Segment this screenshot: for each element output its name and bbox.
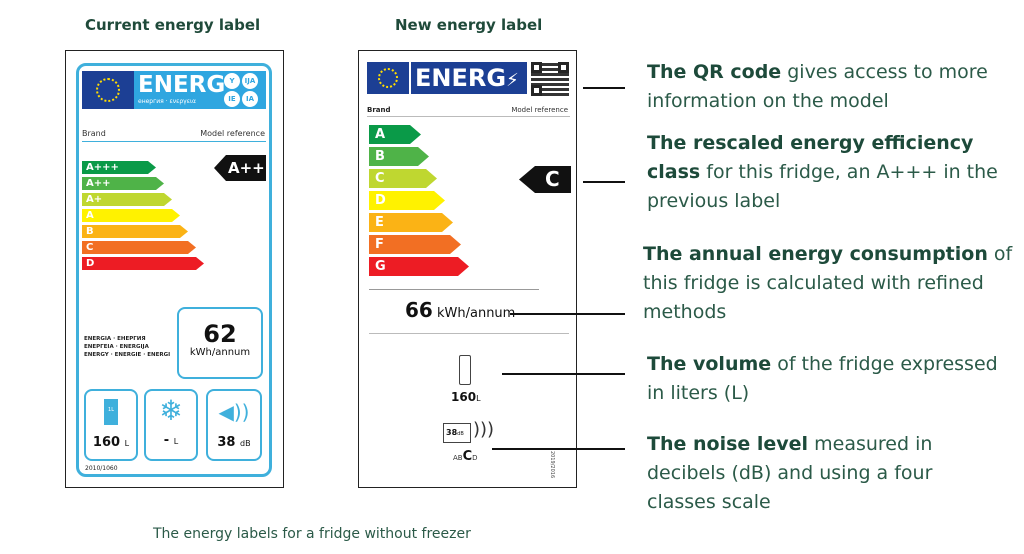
freezer-unit: L — [173, 437, 179, 446]
lightning-icon: ⚡ — [506, 70, 519, 91]
volume-unit: L — [476, 394, 481, 403]
annotation-bold: The QR code — [647, 61, 782, 83]
noise-value: 38 — [446, 428, 458, 437]
consumption-unit: kWh/annum — [436, 306, 516, 321]
brand-label: Brand — [82, 129, 106, 138]
energy-class-bar: A — [82, 209, 180, 222]
eu-flag-icon — [367, 62, 409, 94]
energy-class-bar: A+ — [82, 193, 172, 206]
consumption-value: 62 — [203, 320, 237, 348]
annotation-bold: The annual energy consumption — [643, 243, 988, 265]
annotation-bold: The noise level — [647, 433, 809, 455]
energy-logo-text: ENERG — [138, 72, 226, 98]
noise-classes-before: AB — [453, 454, 463, 462]
noise-classes-after: D — [472, 454, 478, 462]
volume-unit: L — [124, 439, 130, 448]
current-rating-arrow: A+++ — [214, 155, 266, 181]
energy-class-bar: C — [82, 241, 196, 254]
consumption-value: 66 — [405, 298, 433, 322]
annotation-text: gives access to more information on the … — [647, 61, 988, 112]
speaker-icon: ◀)) — [218, 400, 250, 424]
lang-badge: IA — [242, 91, 258, 107]
lang-badge: IE — [224, 91, 240, 107]
current-label-title: Current energy label — [85, 16, 261, 34]
annotation-text: for this fridge, an A+++ in the previous… — [647, 161, 998, 212]
connector-line — [583, 87, 625, 89]
eu-flag-icon — [82, 71, 134, 109]
energy-word: ENERGIA · ЕНЕРГИЯ — [84, 336, 146, 342]
model-reference-label: Model reference — [200, 129, 265, 138]
energy-logo-subtext: енергия · ενεργεια — [138, 98, 196, 105]
noise-class-scale: ABCD — [453, 449, 478, 464]
energy-class-bar: F — [369, 235, 461, 254]
noise-value: 38 — [217, 435, 236, 450]
energy-class-bar: B — [82, 225, 188, 238]
noise-unit: dB — [240, 439, 251, 448]
energy-class-bar: G — [369, 257, 469, 276]
volume-value: 160 — [92, 435, 121, 450]
regulation-number: 2010/1060 — [85, 465, 118, 472]
noise-box: ◀)) 38 dB — [206, 389, 262, 461]
connector-line — [492, 448, 625, 450]
energy-class-bar: A — [369, 125, 421, 144]
current-energy-label: ENERG енергия · ενεργεια Y IJA IE IA Bra… — [65, 50, 284, 488]
snowflake-icon: ❄ — [159, 394, 183, 427]
noise-class: C — [462, 449, 473, 464]
lang-badge: IJA — [242, 73, 258, 89]
caption: The energy labels for a fridge without f… — [153, 526, 471, 542]
brand-label: Brand — [367, 106, 391, 114]
annotation-text: measured in decibels (dB) and using a fo… — [647, 433, 933, 513]
milk-carton-icon: 1L — [104, 399, 118, 425]
model-reference-label: Model reference — [511, 106, 568, 114]
annual-consumption: 66 kWh/annum — [405, 298, 515, 322]
sound-waves-icon: ))) — [473, 419, 495, 440]
energy-class-bar: A++ — [82, 177, 164, 190]
energy-class-bar: C — [369, 169, 437, 188]
annotation-text: of the fridge expressed in liters (L) — [647, 353, 998, 404]
energy-class-bar: D — [369, 191, 445, 210]
regulation-number: 2019/2016 — [549, 451, 555, 479]
annotation-qr-code: The QR code gives access to more informa… — [647, 58, 1017, 116]
energy-header: ENERG енергия · ενεργεια Y IJA IE IA — [82, 71, 266, 109]
annotation-consumption: The annual energy consumption of this fr… — [643, 240, 1013, 327]
volume-value: 160 — [451, 390, 477, 404]
annotation-bold: The volume — [647, 353, 772, 375]
freezer-box: ❄ - L — [144, 389, 198, 461]
connector-line — [510, 313, 625, 315]
new-rating-arrow: C — [519, 166, 571, 193]
annotation-bold: The rescaled energy efficiency class — [647, 132, 974, 183]
consumption-unit: kWh/annum — [189, 347, 251, 358]
noise-unit: dB — [457, 431, 464, 437]
bottle-volume-icon — [459, 355, 471, 385]
volume-box: 1L 160 L — [84, 389, 138, 461]
lang-badge: Y — [224, 73, 240, 89]
energy-class-bar: E — [369, 213, 453, 232]
energy-word: ENERGY · ENERGIE · ENERGI — [84, 352, 171, 358]
energy-logo-text: ENERG — [415, 64, 507, 92]
annotation-volume: The volume of the fridge expressed in li… — [647, 350, 1017, 408]
qr-code[interactable] — [531, 62, 569, 96]
energy-class-bar: B — [369, 147, 429, 166]
energy-class-bar: D — [82, 257, 204, 270]
annotation-noise: The noise level measured in decibels (dB… — [647, 430, 977, 517]
new-label-title: New energy label — [395, 16, 543, 34]
energy-class-bar: A+++ — [82, 161, 156, 174]
energy-word: ΕΝΕΡΓΕΙΑ · ENERGIJA — [84, 344, 149, 350]
annotation-efficiency-class: The rescaled energy efficiency class for… — [647, 129, 1017, 216]
connector-line — [502, 373, 625, 375]
energy-logo: ENERG⚡ — [411, 62, 527, 94]
annotation-text: of this fridge is calculated with refine… — [643, 243, 1013, 323]
consumption-box: 62 kWh/annum — [177, 307, 263, 379]
connector-line — [583, 181, 625, 183]
freezer-value: - — [163, 433, 170, 448]
speaker-icon: 38dB — [443, 423, 471, 443]
